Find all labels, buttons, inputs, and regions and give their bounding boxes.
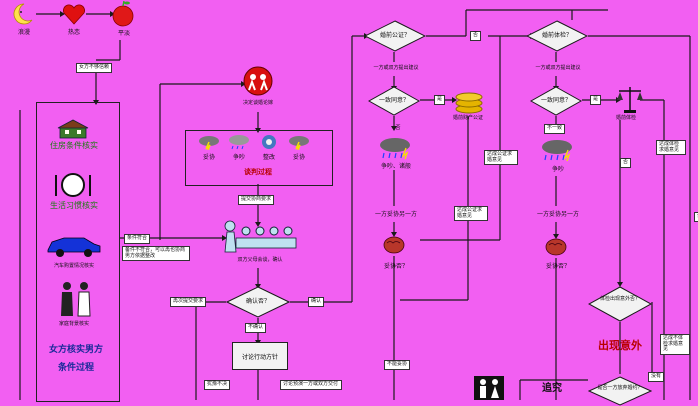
prenup-question: 婚前公证？: [379, 32, 411, 39]
prenup-evidence-one: 达成公证求婚意见: [454, 206, 488, 221]
hesitate-label: 犹豫不决: [204, 380, 231, 390]
right-edge-no-label: 否: [694, 212, 698, 222]
prenup-agree-question: 一致同意？: [378, 97, 410, 104]
medical-compromise-question: 妥协否？: [545, 263, 571, 270]
conditions-fail-label: 备件不符合，可以再也协商男方依据整改: [122, 246, 190, 261]
medical-storm-icon: [542, 140, 572, 162]
medical-yes-label: 是: [590, 95, 602, 105]
prenup-yes-label: 是: [434, 95, 446, 105]
scales-icon: [617, 87, 643, 113]
heart-icon: [63, 4, 85, 25]
prenup-no-label: 否: [395, 125, 401, 131]
step-romance-label: 浪漫: [17, 29, 31, 36]
accident-question: 体检出现意外否？: [599, 296, 641, 302]
negotiation-item-3: 整改: [262, 154, 276, 161]
step-plain-label: 平淡: [117, 30, 131, 37]
prenup-suggestion: 一方或双方提出建议: [373, 65, 419, 71]
verify-item-car: 汽车购置情况核实: [53, 263, 95, 269]
medical-argue-label: 争吵: [551, 166, 565, 173]
family-icon: [61, 282, 91, 317]
medical-compromise-one: 一方妥协另一方: [536, 211, 580, 218]
prenup-agree-diamond: [368, 86, 420, 116]
prenup-argue-label: 争吵、诸般: [380, 163, 412, 170]
dining-icon: [55, 173, 91, 197]
medical-no-label: 否: [620, 158, 632, 168]
negotiation-panel: [185, 130, 333, 186]
no-accident-label: 没有: [648, 372, 665, 382]
medical-suggestion: 一方或双方提出建议: [535, 65, 581, 71]
moon-icon: [13, 3, 33, 25]
prenup-diamond: [364, 20, 426, 52]
family-meeting-icon: [224, 220, 297, 253]
negotiation-item-4: 妥协: [292, 154, 306, 161]
medical-agree-question: 一致同意？: [540, 97, 572, 104]
pursue-question: 是否一方放弃婚约？: [597, 385, 643, 391]
prenup-no-side-label: 否: [470, 31, 482, 41]
step-passion-label: 热恋: [67, 29, 81, 36]
discuss-plan-box: 讨论行动方针: [232, 342, 288, 370]
prenup-brain-icon: [383, 236, 405, 254]
conditions-met-label: 条件符合: [124, 234, 151, 244]
negotiation-title: 谈判过程: [244, 168, 272, 176]
medical-agree-diamond: [530, 86, 582, 116]
prenup-evidence-two: 达成公证求婚意见: [484, 150, 518, 165]
medical-diamond: [526, 20, 588, 52]
restroom-icon: [474, 376, 504, 400]
left-panel-title-line1: 女方核实男方: [48, 345, 104, 355]
parents-meeting-label: 双方父母会谈，确认: [237, 257, 283, 263]
left-panel-title-line2: 条件过程: [57, 363, 95, 373]
negotiation-item-1: 妥协: [202, 154, 216, 161]
discuss-plan-text: 讨论行动方针: [241, 353, 278, 361]
confirm-yes-label: 确认: [308, 297, 325, 307]
trigger-label: 女方不够信赖: [76, 63, 113, 73]
prenup-compromise-question: 妥协否？: [383, 263, 409, 270]
pursue-label: 追究: [542, 383, 562, 394]
rehearse-label: 讨论预演一方或双方交付: [280, 380, 342, 390]
confirm-diamond: [226, 286, 290, 318]
no-exam-consensus-label: 达成不体检求婚意见: [660, 334, 690, 355]
not-confirm-label: 不确认: [245, 323, 267, 333]
prenup-assets-label: 婚前财产公证: [452, 115, 484, 121]
accident-label: 出现意外: [598, 339, 642, 352]
storm-icon-1: [199, 136, 219, 150]
submit-request-label: 提交协商要求: [238, 195, 275, 205]
storm-icon-2: [289, 136, 309, 150]
medical-question: 婚前体检？: [541, 32, 573, 39]
resubmit-label: 再次提交要求: [170, 297, 207, 307]
verify-item-habits: 生活习惯核实: [50, 201, 98, 210]
confirm-question: 确认否？: [245, 298, 271, 305]
decide-marry-label: 决定谈婚论嫁: [242, 100, 274, 106]
prenup-storm-icon: [380, 138, 410, 160]
house-icon: [57, 119, 89, 139]
coins-icon: [455, 92, 483, 114]
fix-icon: [262, 135, 276, 149]
apple-icon: [112, 0, 134, 27]
medical-evidence-label: 达成体检求婚意见: [656, 140, 686, 155]
meeting-icon: [243, 66, 273, 96]
prenup-not-compromise: 不能妥协: [384, 360, 411, 370]
negotiation-item-2: 争吵: [232, 154, 246, 161]
verify-item-family: 家庭背景核实: [58, 321, 90, 327]
accident-diamond: [588, 286, 652, 322]
pursue-diamond: [588, 376, 652, 406]
car-icon: [47, 237, 101, 257]
verify-item-housing: 住房条件核实: [50, 141, 98, 150]
medical-disagree-label: 不一致: [544, 124, 566, 134]
prenup-compromise-one: 一方妥协另一方: [374, 211, 418, 218]
rain-icon: [229, 135, 249, 150]
medical-exam-label: 婚前体检: [615, 115, 637, 121]
medical-brain-icon: [545, 238, 567, 256]
